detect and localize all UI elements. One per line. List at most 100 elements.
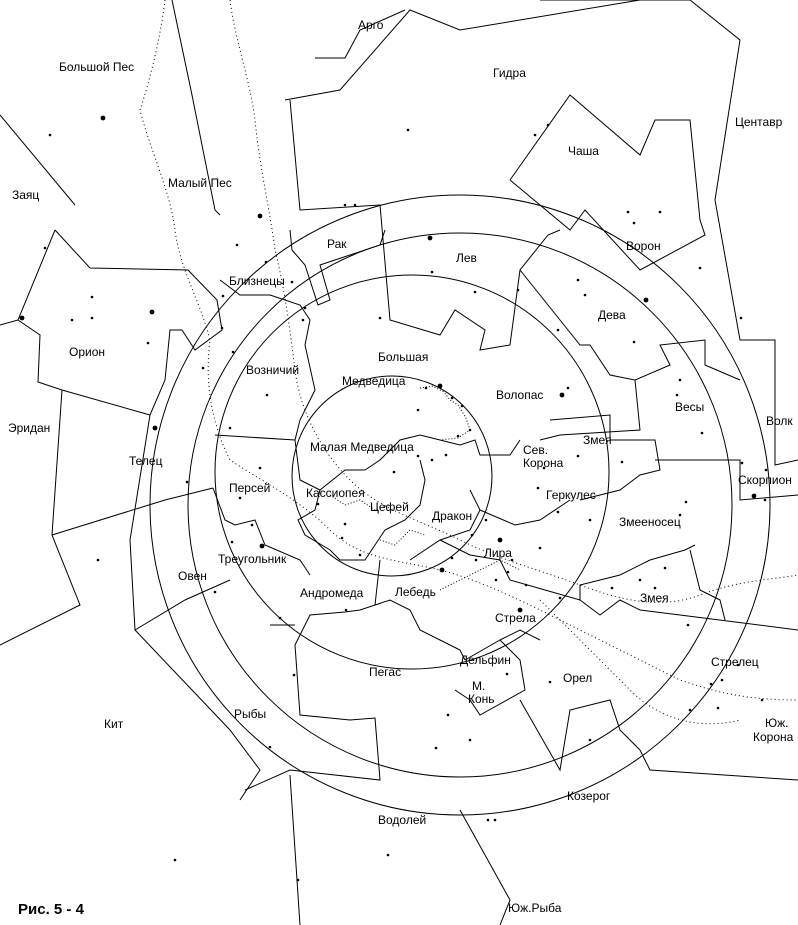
label-telets: Телец xyxy=(129,454,163,468)
star xyxy=(764,468,768,472)
star xyxy=(559,392,565,398)
star xyxy=(416,454,420,458)
star xyxy=(620,460,624,464)
star xyxy=(740,461,744,465)
star xyxy=(430,458,434,462)
label-pegas: Пегас xyxy=(369,665,401,679)
star xyxy=(301,318,305,322)
star xyxy=(588,738,592,742)
star xyxy=(378,316,382,320)
label-andromeda: Андромеда xyxy=(300,586,364,600)
star xyxy=(556,328,560,332)
label-deva: Дева xyxy=(598,308,626,322)
label-chasha: Чаша xyxy=(568,144,599,158)
star xyxy=(386,853,390,857)
star xyxy=(494,578,498,582)
star xyxy=(675,393,679,397)
label-lira: Лира xyxy=(484,546,512,560)
label-volk: Волк xyxy=(766,414,793,428)
star xyxy=(763,498,767,502)
star xyxy=(235,243,239,247)
star xyxy=(468,738,472,742)
star xyxy=(516,288,520,292)
star xyxy=(484,518,488,522)
star xyxy=(558,596,562,600)
star xyxy=(434,746,438,750)
star xyxy=(536,486,540,490)
label-bliznetsy: Близнецы xyxy=(229,274,285,288)
declination-circles xyxy=(149,194,771,816)
star xyxy=(626,210,630,214)
star xyxy=(638,578,642,582)
label-skorpion: Скорпион xyxy=(738,473,792,487)
label-bolshaya: Большая xyxy=(378,350,428,364)
star xyxy=(392,470,396,474)
label-volopas: Волопас xyxy=(496,388,543,402)
label-yuzh: Юж. xyxy=(765,716,788,730)
star xyxy=(698,266,702,270)
star xyxy=(343,522,347,526)
label-tsefey: Цефей xyxy=(370,500,409,514)
star xyxy=(70,318,74,322)
star xyxy=(643,297,649,303)
label-eridan: Эридан xyxy=(8,421,50,435)
star xyxy=(470,533,474,537)
star xyxy=(268,745,272,749)
star xyxy=(213,590,217,594)
label-voron: Ворон xyxy=(626,239,661,253)
label-zmeenosets: Змееносец xyxy=(619,515,681,529)
label-zayats: Заяц xyxy=(12,188,39,202)
star xyxy=(19,315,25,321)
label-strelets: Стрелец xyxy=(711,655,759,669)
star xyxy=(736,663,740,667)
label-kon: Конь xyxy=(468,692,495,706)
star xyxy=(716,706,720,710)
star xyxy=(424,386,428,390)
star xyxy=(258,466,262,470)
label-kozerog: Козерог xyxy=(567,789,611,803)
star xyxy=(43,246,47,250)
star xyxy=(152,425,158,431)
label-maly-pes: Малый Пес xyxy=(168,176,232,190)
label-zmeya-2: Змея xyxy=(640,591,669,605)
star xyxy=(48,133,52,137)
star xyxy=(185,480,189,484)
label-tsentavr: Центавр xyxy=(735,115,783,129)
label-orion: Орион xyxy=(69,345,105,359)
star xyxy=(406,128,410,132)
star xyxy=(446,713,450,717)
label-drakon: Дракон xyxy=(432,509,472,523)
star xyxy=(486,818,490,822)
ring-inner xyxy=(291,375,493,577)
star xyxy=(316,502,320,506)
star xyxy=(576,278,580,282)
ring-60 xyxy=(187,232,733,778)
star xyxy=(231,350,235,354)
star xyxy=(751,493,757,499)
figure-caption: Рис. 5 - 4 xyxy=(18,901,85,918)
star xyxy=(473,290,477,294)
star xyxy=(686,623,690,627)
star xyxy=(358,553,362,557)
star xyxy=(344,608,348,612)
star xyxy=(444,453,448,457)
label-lebed: Лебедь xyxy=(395,585,436,599)
star xyxy=(709,682,713,686)
star xyxy=(303,306,307,310)
star xyxy=(678,378,682,382)
label-malaya-medveditsa: Малая Медведица xyxy=(310,440,414,454)
star xyxy=(265,393,269,397)
label-m: М. xyxy=(472,679,485,693)
star xyxy=(546,123,550,127)
star xyxy=(264,260,268,264)
star xyxy=(538,546,542,550)
star xyxy=(700,431,704,435)
label-yuzh-ryba: Юж.Рыба xyxy=(508,901,562,915)
label-lev: Лев xyxy=(456,251,477,265)
star xyxy=(149,309,155,315)
label-treugolnik: Треугольник xyxy=(218,552,287,566)
star xyxy=(468,428,472,432)
ring-30 xyxy=(214,274,610,670)
